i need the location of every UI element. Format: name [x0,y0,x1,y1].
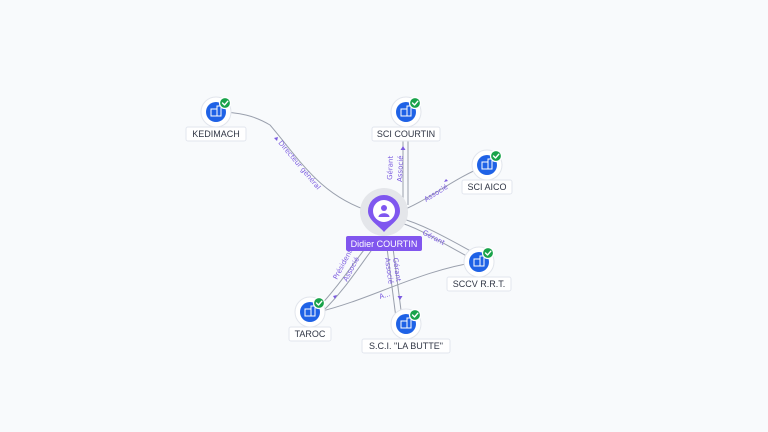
verified-check-icon [489,149,503,163]
building-icon [473,255,485,267]
building-icon [481,158,493,170]
edge-label-la-butte-1: Gérant [391,257,402,282]
verified-check-icon [408,96,422,110]
arrow-kedimach [274,137,278,141]
edge-taroc-sccv [317,261,479,313]
arrow-sci-courtin [400,146,406,150]
edge-kedimach [215,111,373,213]
person-node-didier-courtin[interactable]: Didier COURTIN [346,188,422,251]
node-label-box [185,126,247,142]
node-label-box [371,126,441,142]
company-name-sccv-rrt: SCCV R.R.T. [453,279,506,289]
edge-la-butte-2 [386,247,397,319]
building-icon [400,317,412,329]
edge-label-sci-aico: Associé [423,183,450,204]
company-name-taroc: TAROC [295,329,326,339]
building-icon [400,105,412,117]
node-label-box [461,179,513,195]
arrow-la-butte [397,296,403,300]
verified-check-icon [218,96,232,110]
edge-label-sci-courtin-2: Associé [396,155,405,182]
company-node-taroc[interactable]: TAROC [288,296,332,342]
company-node-kedimach[interactable]: KEDIMACH [185,96,247,142]
node-label-box [361,338,451,354]
company-node-sccv-rrt[interactable]: SCCV R.R.T. [446,246,512,292]
person-name: Didier COURTIN [351,239,418,249]
company-node-sci-aico[interactable]: SCI AICO [461,149,513,195]
edge-la-butte-1 [392,247,403,319]
edge-label-taroc-sccv: A... [378,290,391,301]
building-icon [304,305,316,317]
edge-label-kedimach: Directeur général [276,139,322,191]
arrow-taroc [333,295,337,299]
company-node-sci-courtin[interactable]: SCI COURTIN [371,96,441,142]
person-icon [378,205,390,217]
edge-label-la-butte-2: Associé [383,257,395,284]
verified-check-icon [312,296,326,310]
company-name-sci-courtin: SCI COURTIN [377,129,435,139]
edge-label-sci-courtin-1: Gérant [386,155,395,180]
node-label-box [446,276,512,292]
building-icon [210,105,222,117]
company-node-la-butte[interactable]: S.C.I. "LA BUTTE" [361,308,451,354]
edges: Directeur général Gérant Associé Associé… [215,111,488,319]
verified-check-icon [408,308,422,322]
person-label-box [346,236,422,251]
verified-check-icon [481,246,495,260]
arrow-sci-aico [444,179,448,182]
company-name-kedimach: KEDIMACH [192,129,240,139]
company-name-sci-aico: SCI AICO [467,182,506,192]
node-label-box [288,326,332,342]
company-name-la-butte: S.C.I. "LA BUTTE" [369,341,443,351]
